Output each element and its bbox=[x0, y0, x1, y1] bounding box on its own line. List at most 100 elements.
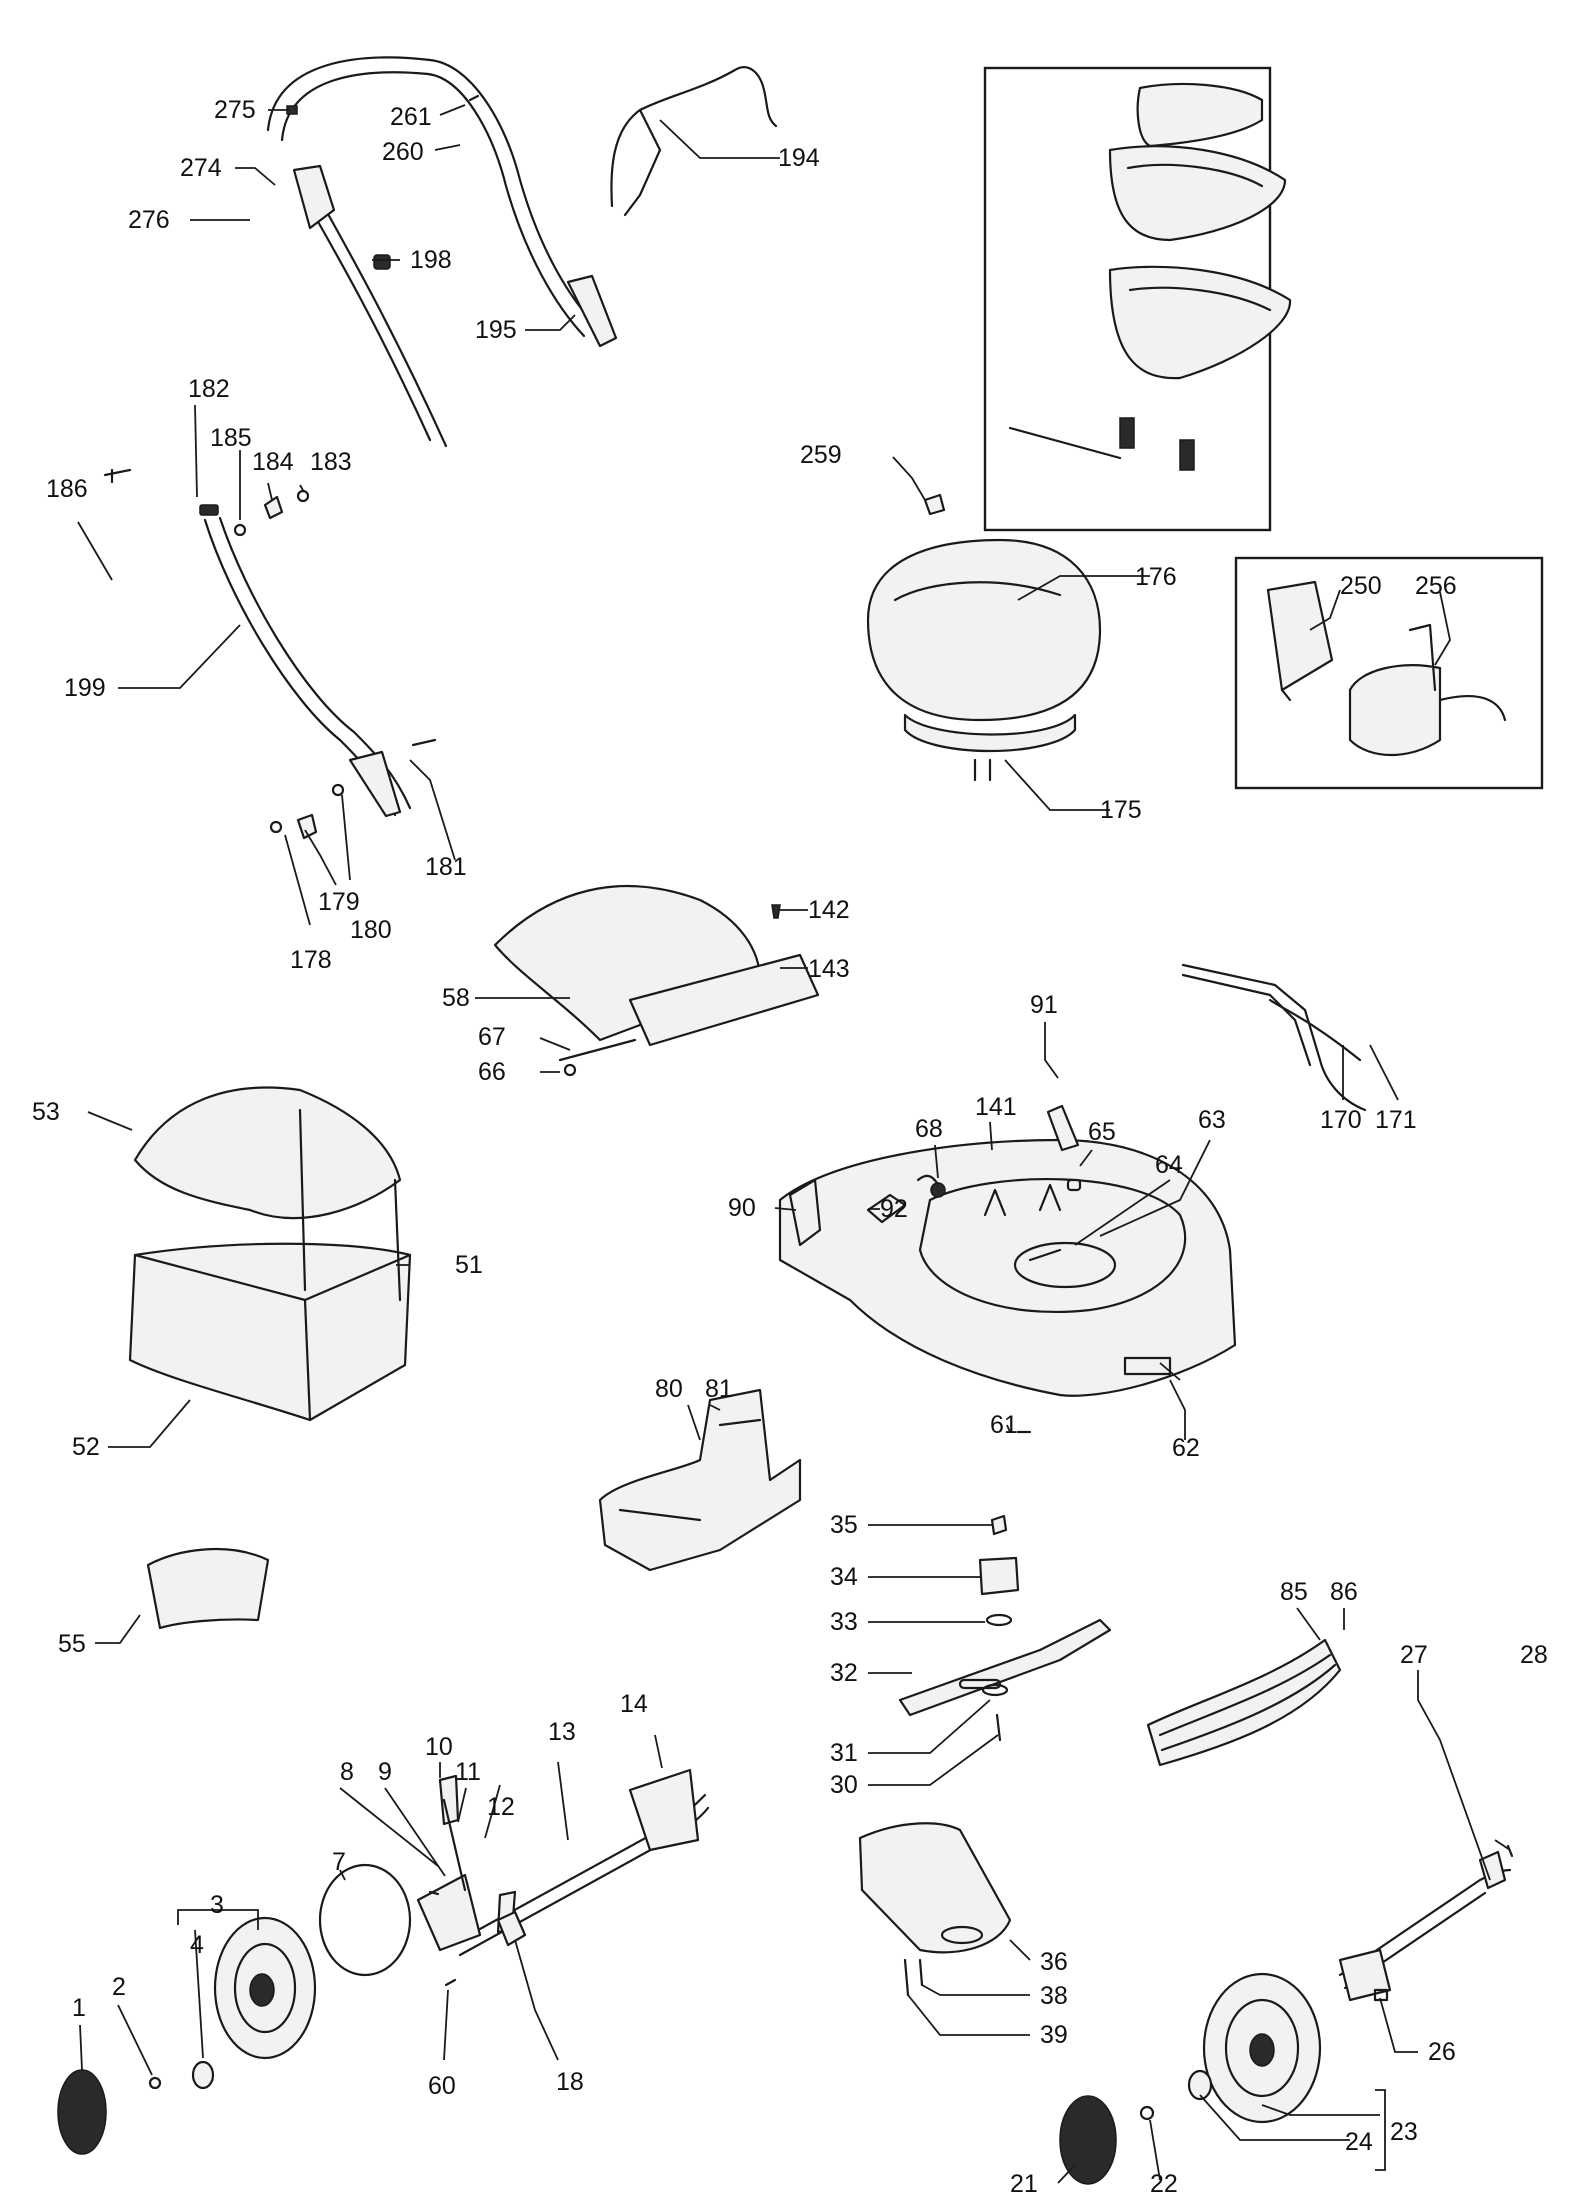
callout-176: 176 bbox=[1135, 563, 1177, 591]
callout-2: 2 bbox=[112, 1973, 126, 2001]
callout-259: 259 bbox=[800, 441, 842, 469]
callout-3: 3 bbox=[210, 1891, 224, 1919]
callout-13: 13 bbox=[548, 1718, 576, 1746]
rear-shield-drawing bbox=[858, 1822, 1012, 1997]
callout-30: 30 bbox=[830, 1771, 858, 1799]
callout-250: 250 bbox=[1340, 572, 1382, 600]
callout-14: 14 bbox=[620, 1690, 648, 1718]
callout-92: 92 bbox=[880, 1195, 908, 1223]
callout-10: 10 bbox=[425, 1733, 453, 1761]
callout-86: 86 bbox=[1330, 1578, 1358, 1606]
callout-7: 7 bbox=[332, 1848, 346, 1876]
callout-1: 1 bbox=[72, 1994, 86, 2022]
callout-198: 198 bbox=[410, 246, 452, 274]
callout-8: 8 bbox=[340, 1758, 354, 1786]
callout-60: 60 bbox=[428, 2072, 456, 2100]
callout-180: 180 bbox=[350, 916, 392, 944]
callout-52: 52 bbox=[72, 1433, 100, 1461]
callout-274: 274 bbox=[180, 154, 222, 182]
chute-drawing bbox=[598, 1388, 802, 1572]
callout-39: 39 bbox=[1040, 2021, 1068, 2049]
callout-91: 91 bbox=[1030, 991, 1058, 1019]
callout-171: 171 bbox=[1375, 1106, 1417, 1134]
callout-28: 28 bbox=[1520, 1641, 1548, 1669]
callout-23: 23 bbox=[1390, 2118, 1418, 2146]
callout-34: 34 bbox=[830, 1563, 858, 1591]
callout-38: 38 bbox=[1040, 1982, 1068, 2010]
callout-261: 261 bbox=[390, 103, 432, 131]
callout-175: 175 bbox=[1100, 796, 1142, 824]
mower-deck-drawing bbox=[778, 1104, 1237, 1434]
callout-65: 65 bbox=[1088, 1118, 1116, 1146]
callout-81: 81 bbox=[705, 1375, 733, 1403]
callout-4: 4 bbox=[190, 1931, 204, 1959]
callout-195: 195 bbox=[475, 316, 517, 344]
front-axle-drawing bbox=[416, 1768, 710, 1987]
callout-275: 275 bbox=[214, 96, 256, 124]
callout-256: 256 bbox=[1415, 572, 1457, 600]
callout-194: 194 bbox=[778, 144, 820, 172]
grass-catcher-drawing bbox=[128, 1086, 412, 1422]
callout-85: 85 bbox=[1280, 1578, 1308, 1606]
callout-80: 80 bbox=[655, 1375, 683, 1403]
callout-182: 182 bbox=[188, 375, 230, 403]
callout-143: 143 bbox=[808, 955, 850, 983]
callout-141: 141 bbox=[975, 1093, 1017, 1121]
callout-labels: 275 261 260 274 276 198 195 194 182 185 … bbox=[32, 96, 1548, 2198]
callout-33: 33 bbox=[830, 1608, 858, 1636]
callout-181: 181 bbox=[425, 853, 467, 881]
callout-9: 9 bbox=[378, 1758, 392, 1786]
rear-bar-drawing bbox=[1181, 963, 1367, 1112]
callout-90: 90 bbox=[728, 1194, 756, 1222]
battery-charger-frame bbox=[1234, 556, 1544, 790]
battery-charger-drawing bbox=[1266, 580, 1507, 756]
callout-170: 170 bbox=[1320, 1106, 1362, 1134]
callout-178: 178 bbox=[290, 946, 332, 974]
callout-63: 63 bbox=[1198, 1106, 1226, 1134]
callout-179: 179 bbox=[318, 888, 360, 916]
rear-wheel-drawing bbox=[1059, 1972, 1322, 2185]
rear-flap-drawing bbox=[493, 884, 820, 1077]
callout-55: 55 bbox=[58, 1630, 86, 1658]
callout-22: 22 bbox=[1150, 2170, 1178, 2198]
callout-183: 183 bbox=[310, 448, 352, 476]
lower-handle-drawing bbox=[103, 468, 437, 840]
callout-12: 12 bbox=[487, 1793, 515, 1821]
callout-64: 64 bbox=[1155, 1151, 1183, 1179]
callout-51: 51 bbox=[455, 1251, 483, 1279]
callout-185: 185 bbox=[210, 424, 252, 452]
callout-67: 67 bbox=[478, 1023, 506, 1051]
callout-184: 184 bbox=[252, 448, 294, 476]
callout-58: 58 bbox=[442, 984, 470, 1012]
liner-drawing bbox=[146, 1547, 270, 1630]
callout-32: 32 bbox=[830, 1659, 858, 1687]
callout-26: 26 bbox=[1428, 2038, 1456, 2066]
callout-24: 24 bbox=[1345, 2128, 1373, 2156]
mulch-insert-drawing bbox=[1146, 1638, 1342, 1767]
callout-36: 36 bbox=[1040, 1948, 1068, 1976]
callout-35: 35 bbox=[830, 1511, 858, 1539]
upper-handle-bar-drawing bbox=[610, 66, 778, 217]
leader-lines bbox=[77, 104, 1511, 2184]
callout-53: 53 bbox=[32, 1098, 60, 1126]
callout-31: 31 bbox=[830, 1739, 858, 1767]
battery-housing-drawing bbox=[866, 493, 1102, 782]
callout-199: 199 bbox=[64, 674, 106, 702]
callout-66: 66 bbox=[478, 1058, 506, 1086]
blade-assembly-drawing bbox=[898, 1514, 1112, 1742]
callout-260: 260 bbox=[382, 138, 424, 166]
callout-18: 18 bbox=[556, 2068, 584, 2096]
lid-kit-drawing bbox=[1008, 82, 1292, 471]
upper-handle-drawing bbox=[266, 56, 618, 448]
callout-61: 61 bbox=[990, 1411, 1018, 1439]
callout-68: 68 bbox=[915, 1115, 943, 1143]
callout-21: 21 bbox=[1010, 2170, 1038, 2198]
callout-186: 186 bbox=[46, 475, 88, 503]
callout-62: 62 bbox=[1172, 1434, 1200, 1462]
callout-142: 142 bbox=[808, 896, 850, 924]
callout-11: 11 bbox=[455, 1758, 481, 1786]
front-wheel-drawing bbox=[57, 1863, 412, 2155]
callout-27: 27 bbox=[1400, 1641, 1428, 1669]
